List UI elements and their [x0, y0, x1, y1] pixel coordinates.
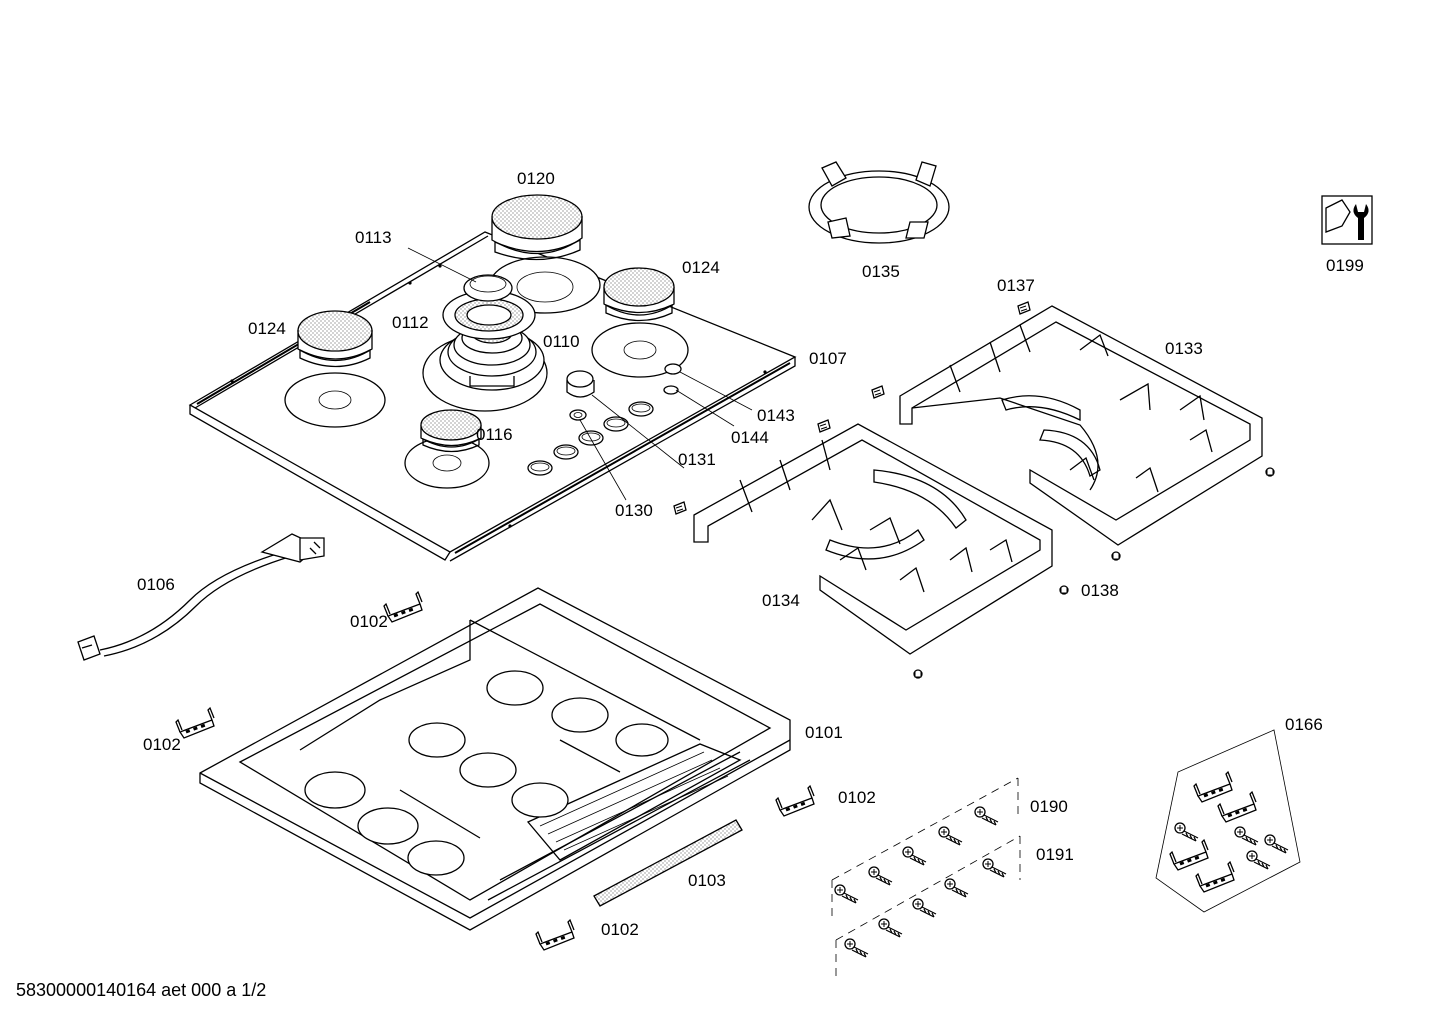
callout-0120: 0120 — [517, 169, 555, 188]
burner-cap-0124-right — [603, 267, 675, 322]
burner-cap-0120 — [491, 194, 583, 261]
foot-0138-a — [1265, 467, 1275, 477]
bracket-0102-c — [774, 784, 816, 818]
wrench-nut-icon — [1321, 195, 1373, 245]
callout-0131: 0131 — [678, 450, 716, 469]
callout-0144: 0144 — [731, 428, 769, 447]
wok-cap-0113 — [463, 274, 513, 302]
callout-0112: 0112 — [392, 313, 429, 332]
callout-0124-right: 0124 — [682, 258, 720, 277]
burner-cap-0116 — [420, 409, 482, 453]
callout-0190: 0190 — [1030, 797, 1068, 816]
callout-0102-a: 0102 — [350, 612, 388, 631]
callout-labels: 0120 0113 0124 0124 0112 0110 0107 0143 … — [137, 169, 1364, 939]
foot-0138-b — [1111, 551, 1121, 561]
callout-0135: 0135 — [862, 262, 900, 281]
pan-support-0134 — [693, 423, 1053, 655]
clip-0137-d — [673, 501, 687, 515]
seal-strip-0103 — [593, 819, 743, 907]
callout-0101: 0101 — [805, 723, 843, 742]
foot-0138-c — [1059, 585, 1069, 595]
callout-0134: 0134 — [762, 591, 800, 610]
hob-casing-0101 — [199, 587, 791, 931]
clip-0137-c — [817, 419, 831, 433]
callout-0124-left: 0124 — [248, 319, 286, 338]
power-cord-0106 — [77, 533, 325, 661]
wok-ring-0112 — [442, 290, 536, 340]
screw-set-0190-0191 — [831, 777, 1021, 976]
callout-0137: 0137 — [997, 276, 1035, 295]
callout-0102-d: 0102 — [601, 920, 639, 939]
callout-0133: 0133 — [1165, 339, 1203, 358]
callout-0110: 0110 — [543, 332, 580, 351]
callout-0106: 0106 — [137, 575, 175, 594]
pan-support-0133 — [899, 305, 1263, 546]
callout-0143: 0143 — [757, 406, 795, 425]
callout-0199: 0199 — [1326, 256, 1364, 275]
bracket-0102-a — [382, 590, 424, 624]
clip-0137-b — [871, 385, 885, 399]
knob-0131 — [566, 370, 595, 421]
bracket-0102-b — [174, 706, 216, 740]
foot-0138-d — [913, 669, 923, 679]
callout-0113: 0113 — [355, 228, 392, 247]
callout-0107: 0107 — [809, 349, 847, 368]
bracket-0102-d — [534, 918, 576, 952]
callout-0166: 0166 — [1285, 715, 1323, 734]
callout-0191: 0191 — [1036, 845, 1074, 864]
burner-cap-0124-left — [297, 310, 373, 368]
callout-0138: 0138 — [1081, 581, 1119, 600]
callout-0102-c: 0102 — [838, 788, 876, 807]
clip-0137-a — [1017, 301, 1031, 315]
wok-support-0135 — [808, 161, 950, 244]
mounting-kit-0166 — [1155, 729, 1301, 913]
callout-0103: 0103 — [688, 871, 726, 890]
drawing-code: 58300000140164 aet 000 a 1/2 — [16, 980, 267, 1000]
callout-0102-b: 0102 — [143, 735, 181, 754]
ignition-0143-0144 — [663, 363, 682, 395]
leader-lines — [407, 247, 753, 501]
vent-perforation — [526, 743, 742, 861]
callout-0116: 0116 — [476, 425, 513, 444]
callout-0130: 0130 — [615, 501, 653, 520]
